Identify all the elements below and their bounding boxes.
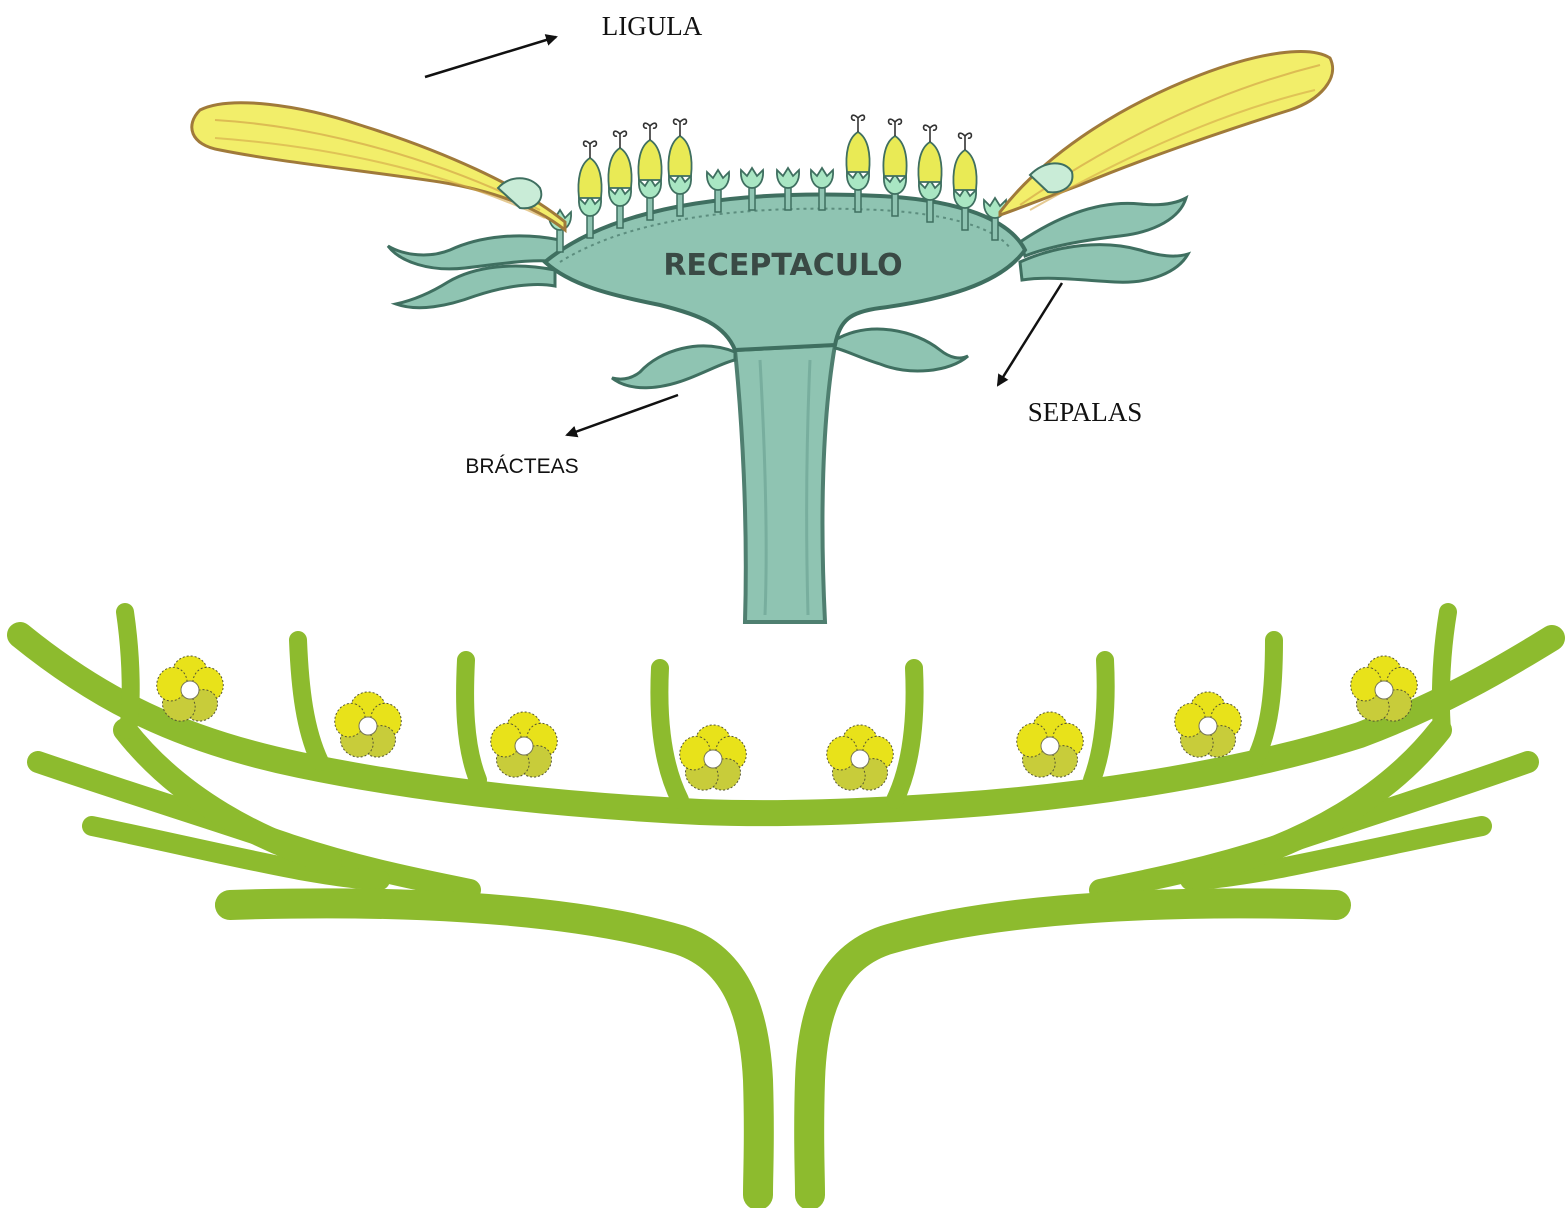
flower-icon [822,725,897,796]
arrow-icon-bracteas [567,395,678,435]
flower-icon [1170,692,1245,763]
branching-schematic [20,612,1552,1195]
disc-floret [608,131,631,228]
disc-floret [668,119,691,216]
label-receptaculo: RECEPTACULO [663,248,902,283]
pedicel-4 [659,668,680,800]
disc-floret [578,141,601,238]
arrow-icon-ligula [425,37,556,77]
bract-left [612,346,735,388]
arrow-icon-sepalas [998,283,1062,385]
peduncle-stem [735,345,835,622]
label-bracteas: BRÁCTEAS [465,455,578,478]
sepal-left-lower [396,266,555,308]
pedicel-3 [465,660,478,780]
pedicel-1 [125,612,131,730]
disc-floret [638,123,661,220]
flower-icon [675,725,750,796]
capitulum-drawing: RECEPTACULO LIGULA SEPALAS BRÁCTEAS [192,11,1333,622]
pedicel-2 [298,640,320,762]
pedicel-5 [895,668,915,800]
trunk-right [809,903,1336,1195]
bract-right [835,329,968,371]
label-sepalas: SEPALAS [1028,397,1143,427]
trunk-left [230,903,759,1195]
label-ligula: LIGULA [602,11,703,41]
flower-icon [1012,712,1087,783]
pedicel-7 [1255,640,1274,760]
sepal-left-upper [388,236,560,269]
branch-main-arc [20,635,1552,813]
pedicel-6 [1092,660,1106,780]
pedicel-8 [1441,612,1448,730]
flower-icon [486,712,561,783]
flower-icon [330,692,405,763]
